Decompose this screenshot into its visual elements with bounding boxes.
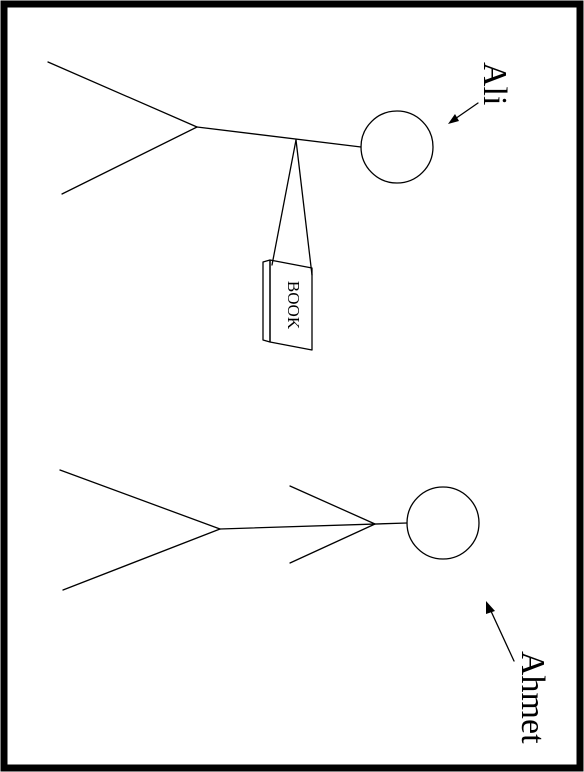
ahmet-body xyxy=(219,522,408,530)
ali-figure xyxy=(47,61,434,276)
ali-leg-lower xyxy=(61,126,198,195)
book: BOOK xyxy=(262,259,313,351)
ahmet-leg-upper xyxy=(59,469,221,530)
ahmet-label-group: Ahmet xyxy=(486,601,551,744)
ahmet-arrow-head xyxy=(486,601,495,614)
book-spine xyxy=(262,259,271,343)
ahmet-figure xyxy=(59,469,480,591)
ali-head xyxy=(360,110,434,184)
ali-label-group: Ali xyxy=(448,62,513,124)
ahmet-arrow-shaft xyxy=(489,608,515,662)
ali-arm-lower xyxy=(295,139,313,276)
ali-label: Ali xyxy=(476,62,513,105)
ali-leg-upper xyxy=(47,61,198,128)
book-label: BOOK xyxy=(284,281,303,330)
ahmet-label: Ahmet xyxy=(514,651,551,744)
ahmet-leg-lower xyxy=(62,528,221,591)
book-cover xyxy=(269,259,313,351)
ali-body xyxy=(196,126,362,148)
ali-arrow-head xyxy=(448,114,459,124)
ahmet-arm-upper xyxy=(289,485,376,525)
ahmet-head xyxy=(406,486,480,560)
ahmet-arm-lower xyxy=(289,523,376,564)
ali-arm-upper xyxy=(271,139,297,266)
